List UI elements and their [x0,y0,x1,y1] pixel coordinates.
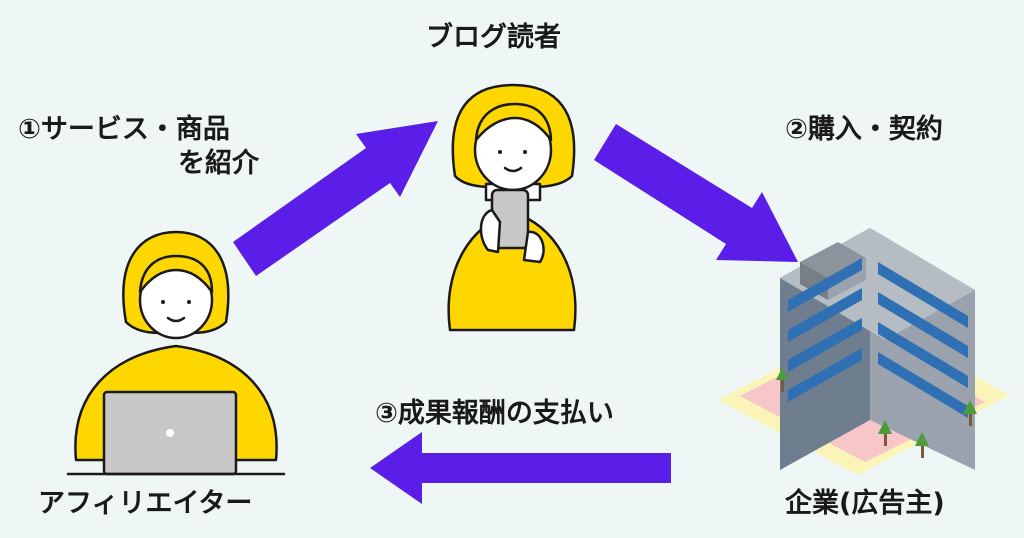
affiliate-label: アフィリエイター [38,488,253,519]
step1-label-line1: ①サービス・商品 [18,114,230,145]
arrow-reader-to-company [594,124,798,262]
step1-label-line2: を紹介 [178,148,259,179]
reader-person-icon [447,83,577,332]
company-label: 企業(広告主) [785,488,945,519]
reader-label: ブログ読者 [426,22,561,53]
arrow-affiliate-to-reader [233,121,438,276]
step2-label: ②購入・契約 [785,114,943,145]
company-building-icon [718,228,1010,475]
step3-label: ③成果報酬の支払い [375,398,614,429]
arrow-company-to-affiliate [370,432,671,504]
affiliate-person-icon [66,230,286,476]
